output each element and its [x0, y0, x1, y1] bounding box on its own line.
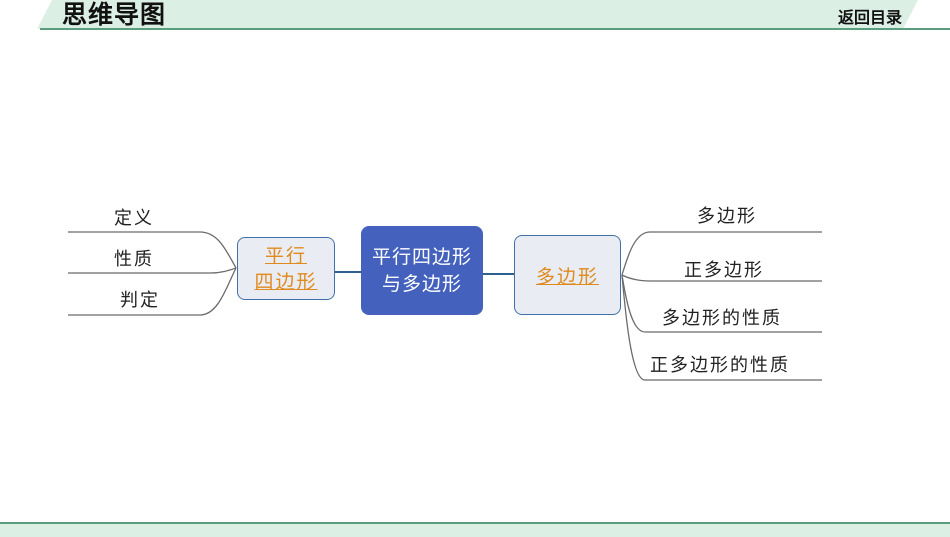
parallelogram-link[interactable]: 平行四边形 — [254, 244, 318, 293]
connector-right-2 — [621, 274, 822, 282]
connector-left-2 — [68, 267, 237, 274]
leaf-polygon: 多边形 — [697, 206, 757, 227]
central-topic-line-1: 平行四边形 — [371, 245, 472, 268]
leaf-definition: 定义 — [114, 208, 154, 229]
leaf-regular-polygon-properties: 正多边形的性质 — [650, 355, 790, 376]
footer-bar — [0, 522, 950, 537]
connector-left-3 — [68, 267, 237, 316]
leaf-polygon-properties: 多边形的性质 — [662, 308, 782, 329]
connector-left-1 — [68, 231, 237, 269]
central-topic-line-2: 与多边形 — [381, 272, 462, 295]
leaf-regular-polygon: 正多边形 — [684, 260, 764, 281]
leaf-criteria: 判定 — [120, 290, 160, 311]
header-background — [37, 0, 950, 30]
connector-right-1 — [621, 231, 822, 276]
leaf-properties: 性质 — [114, 249, 154, 270]
return-to-contents-button[interactable]: 返回目录 — [838, 8, 903, 27]
parallelogram-node[interactable]: 平行四边形 — [237, 237, 335, 300]
page-title: 思维导图 — [62, 0, 167, 29]
polygon-node[interactable]: 多边形 — [514, 235, 621, 315]
polygon-link[interactable]: 多边形 — [535, 265, 599, 288]
connector-right-4 — [621, 274, 822, 381]
central-topic-node: 平行四边形 与多边形 — [361, 226, 483, 315]
header-bar: 思维导图 返回目录 — [0, 0, 950, 30]
